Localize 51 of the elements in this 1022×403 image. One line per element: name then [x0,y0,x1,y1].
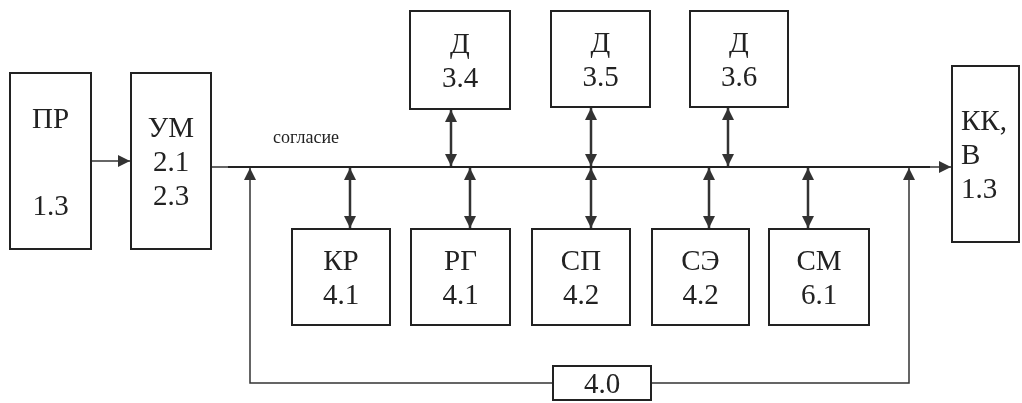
arrow [585,108,597,166]
arrow [585,168,597,228]
arrow [445,110,457,166]
bus-line [228,166,930,168]
block-box [291,228,391,326]
block-label: 4.1 [442,277,479,311]
block-label: Д [590,25,611,59]
block-label: 1.3 [961,171,998,205]
arrow [464,168,476,228]
block-label: РГ [444,243,477,277]
block-label: В [961,137,981,171]
block-box [550,10,651,108]
block-label: Д [450,26,470,60]
block-box [409,10,511,110]
block-label: 6.1 [800,277,838,311]
block-label: УМ [147,110,195,144]
block-label: КР [323,243,359,277]
block-label: 4.1 [322,277,360,311]
arrow [91,155,131,167]
arrow [651,167,915,384]
signal-label: согласие [273,126,340,149]
block-box [951,65,1020,243]
block-box [9,72,92,250]
arrow [929,161,952,173]
block-label: Д [729,25,749,59]
block-label: 2.3 [152,178,190,212]
block-label: КК, [961,103,1007,137]
arrow [802,168,814,228]
block-box [410,228,511,326]
arrow [703,168,715,228]
arrow [344,168,356,228]
block-box [689,10,789,108]
block-label: 3.6 [720,59,758,93]
block-box [531,228,631,326]
block-label: 3.4 [441,60,479,94]
block-box [130,72,212,250]
block-label: 3.5 [582,59,619,93]
block-label: 2.1 [152,144,190,178]
block-label: СП [560,243,602,277]
block-box [552,365,652,401]
block-label: 4.0 [583,366,621,400]
block-label: 1.3 [32,187,69,222]
arrow [244,167,553,384]
block-box [651,228,750,326]
block-box [768,228,870,326]
block-label: 4.2 [562,277,600,311]
block-label: СЭ [681,243,720,277]
block-label: СМ [796,243,842,277]
arrow [722,108,734,166]
block-label: 4.2 [682,277,719,311]
block-label: ПР [31,100,70,135]
